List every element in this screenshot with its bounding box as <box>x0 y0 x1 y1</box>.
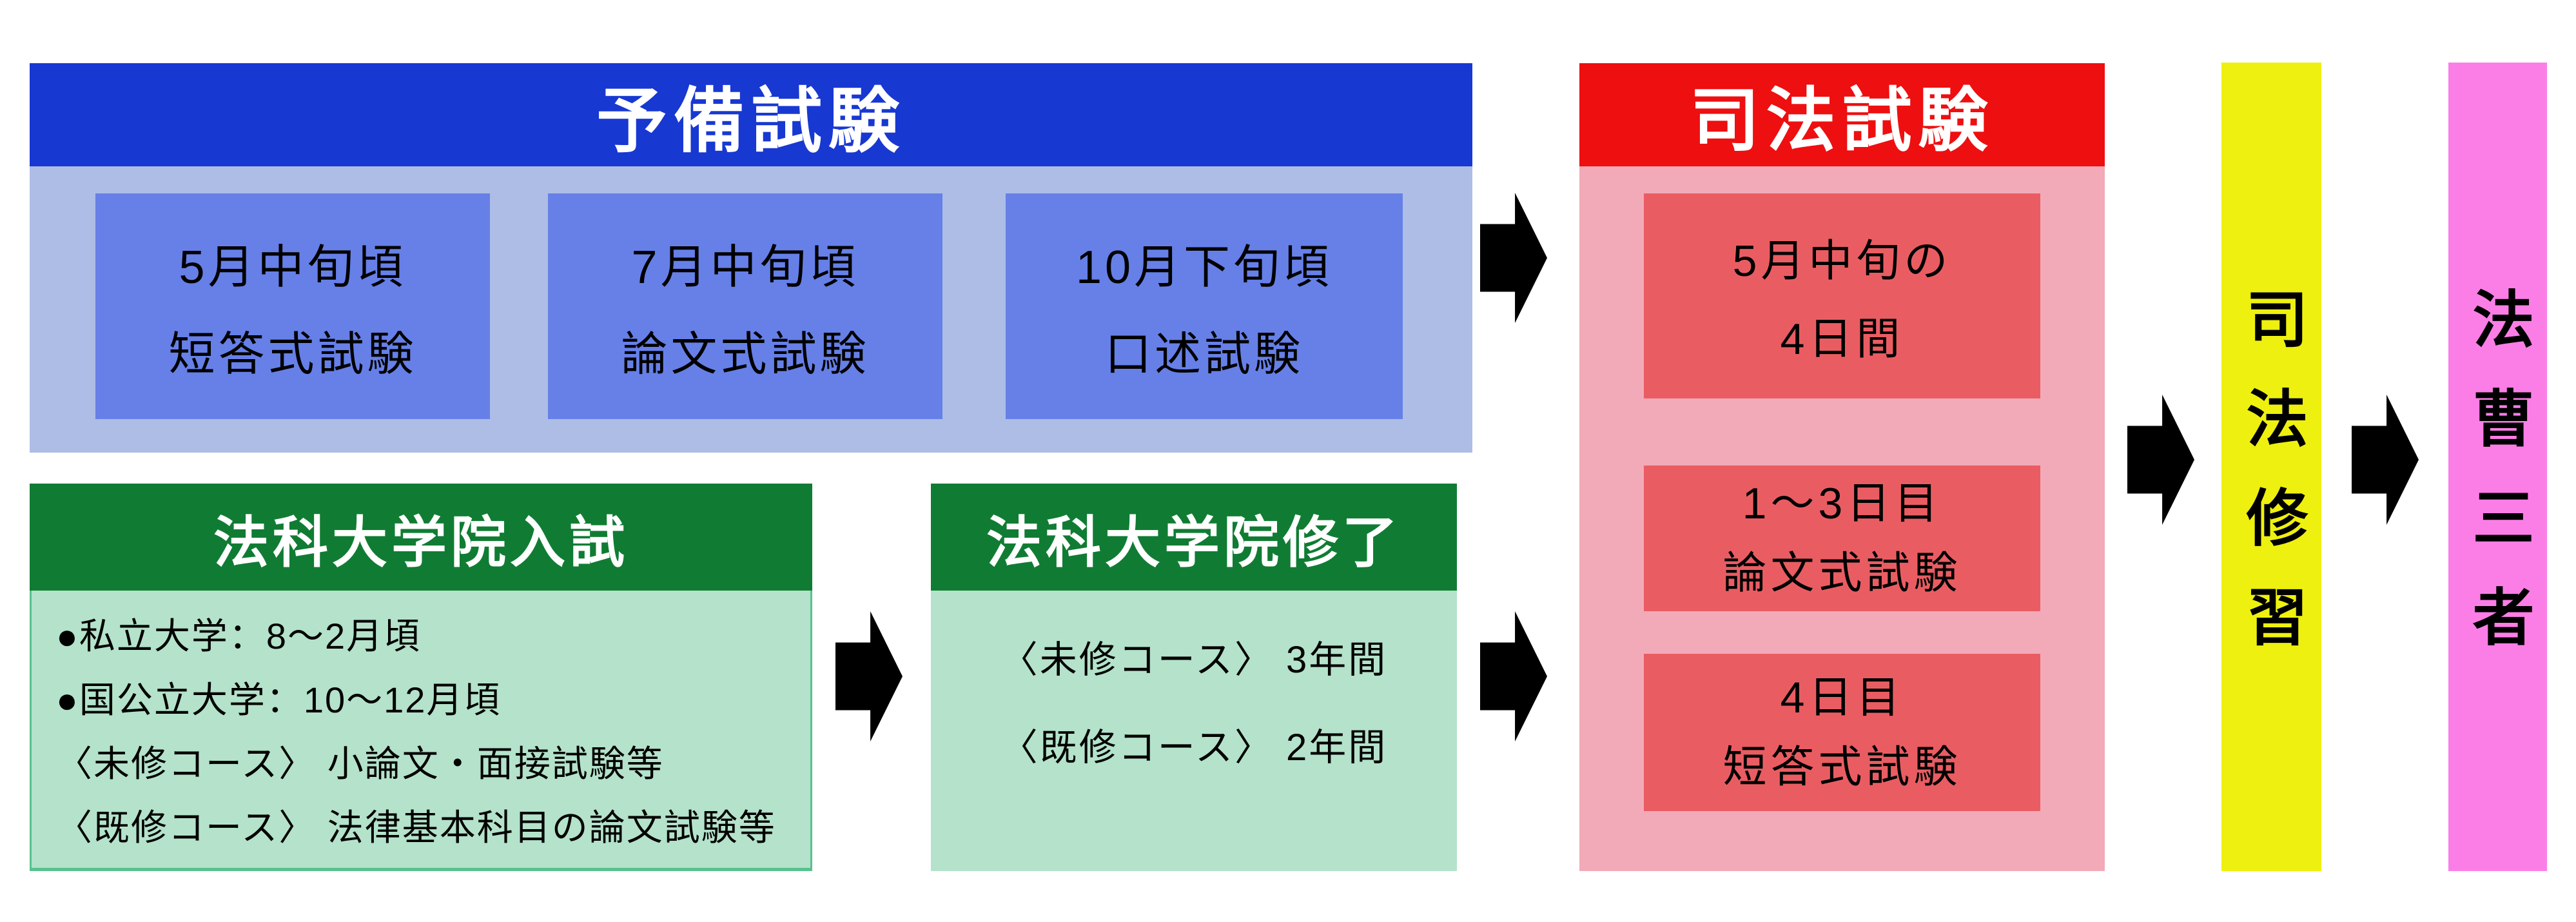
preliminary-exam-box-oral: 10月下旬頃 口述試験 <box>1006 193 1403 419</box>
law-school-admission-header: 法科大学院入試 <box>30 484 812 591</box>
box-exam-label: 論文式試験 <box>621 328 870 380</box>
arrow-right-icon-preliminary-to-bar <box>1480 193 1547 323</box>
law-school-admission-body: ●私立大学：8～2月頃 ●国公立大学：10～12月頃 〈未修コース〉 小論文・面… <box>30 591 812 871</box>
box-exam-label: 論文式試験 <box>1722 549 1962 598</box>
completion-mishu-line: 〈未修コース〉 3年間 <box>1000 639 1388 681</box>
bar-exam-title: 司法試験 <box>1690 81 1995 159</box>
box-exam-label: 口述試験 <box>1104 328 1303 380</box>
judicial-training-bar: 司法修習 <box>2221 63 2321 871</box>
law-school-completion-body: 〈未修コース〉 3年間 〈既修コース〉 2年間 <box>931 591 1457 871</box>
bar-exam-header: 司法試験 <box>1579 63 2105 166</box>
box-exam-label: 短答式試験 <box>1722 743 1962 792</box>
preliminary-exam-header: 予備試験 <box>30 63 1472 166</box>
law-school-admission-title: 法科大学院入試 <box>213 511 629 574</box>
admission-mishu-line: 〈未修コース〉 小論文・面接試験等 <box>56 743 664 784</box>
box-days-label: 4日目 <box>1780 673 1904 722</box>
box-days-label: 1～3日目 <box>1742 479 1942 528</box>
box-date-label: 7月中旬頃 <box>631 242 859 294</box>
box-date-label: 10月下旬頃 <box>1075 242 1333 294</box>
arrow-right-icon-bar-to-training <box>2127 395 2194 525</box>
bar-exam-box-schedule: 5月中旬の 4日間 <box>1644 193 2040 398</box>
completion-kishu-line: 〈既修コース〉 2年間 <box>1000 727 1388 769</box>
three-legal-professions-bar: 法曹三者 <box>2448 63 2547 871</box>
preliminary-exam-title: 予備試験 <box>596 82 906 161</box>
bar-exam-box-short-answer: 4日目 短答式試験 <box>1644 654 2040 811</box>
arrow-right-icon-admission-to-completion <box>835 611 903 741</box>
arrow-right-icon-training-to-professions <box>2352 395 2419 525</box>
preliminary-exam-box-essay: 7月中旬頃 論文式試験 <box>548 193 942 419</box>
box-date-label: 5月中旬頃 <box>179 242 407 294</box>
arrow-right-icon-completion-to-bar <box>1480 611 1547 741</box>
law-school-completion-header: 法科大学院修了 <box>931 484 1457 591</box>
box-duration-label: 4日間 <box>1780 314 1904 364</box>
admission-public-line: ●国公立大学：10～12月頃 <box>56 680 502 720</box>
admission-kishu-line: 〈既修コース〉 法律基本科目の論文試験等 <box>56 807 776 848</box>
judicial-training-title: 司法修習 <box>2237 287 2306 684</box>
bar-exam-box-essay: 1～3日目 論文式試験 <box>1644 466 2040 611</box>
box-exam-label: 短答式試験 <box>168 328 417 380</box>
admission-private-line: ●私立大学：8～2月頃 <box>56 616 422 656</box>
three-legal-professions-title: 法曹三者 <box>2463 287 2532 684</box>
law-school-completion-title: 法科大学院修了 <box>986 511 1401 574</box>
preliminary-exam-box-short-answer: 5月中旬頃 短答式試験 <box>95 193 490 419</box>
box-date-label: 5月中旬の <box>1732 237 1952 286</box>
